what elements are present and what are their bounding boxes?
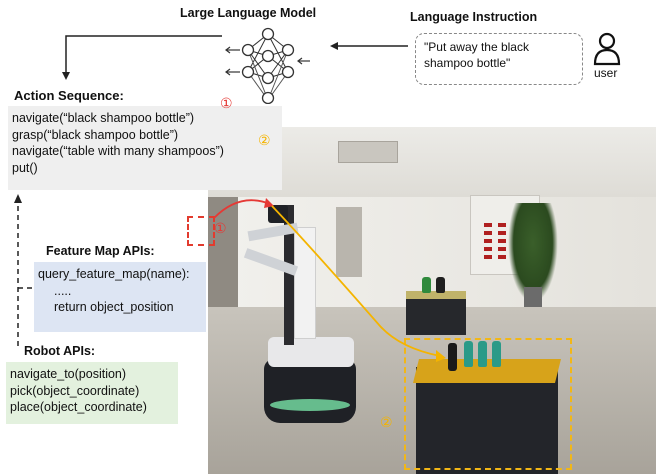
robot-line-2: pick(object_coordinate)	[10, 383, 140, 398]
feature-line-1: query_feature_map(name):	[38, 267, 190, 281]
action-sequence-title: Action Sequence:	[14, 88, 124, 103]
feature-line-3: return object_position	[54, 300, 174, 314]
robot-apis-block	[6, 362, 178, 424]
instruction-text-line1: "Put away the black	[424, 40, 529, 54]
feature-map-block	[34, 262, 206, 332]
action-line-4: put()	[12, 160, 38, 175]
robot-line-3: place(object_coordinate)	[10, 400, 147, 414]
user-icon	[593, 32, 621, 66]
action-line-2: grasp(“black shampoo bottle”)	[12, 127, 179, 142]
action-sequence-lines: navigate(“black shampoo bottle”) grasp(“…	[12, 110, 224, 176]
arrow-down-icon	[62, 35, 222, 80]
trajectory-arrows	[213, 198, 446, 362]
robot-scene-photo	[208, 127, 656, 474]
feature-map-title: Feature Map APIs:	[46, 244, 155, 258]
action-marker-1: ①	[220, 95, 233, 111]
llm-title: Large Language Model	[180, 6, 317, 20]
action-line-3: navigate(“table with many shampoos”)	[12, 144, 224, 158]
robot-apis-lines: navigate_to(position) pick(object_coordi…	[10, 366, 147, 416]
photo-marker-1: ①	[214, 220, 227, 236]
instruction-bubble: "Put away the black shampoo bottle"	[415, 33, 583, 85]
user-label: user	[594, 66, 618, 80]
action-sequence-block	[8, 106, 282, 190]
arrow-up-icon	[14, 194, 38, 346]
instruction-text-line2: shampoo bottle"	[424, 56, 511, 70]
robot-apis-title: Robot APIs:	[24, 344, 96, 358]
action-line-1: navigate(“black shampoo bottle”)	[12, 111, 195, 125]
robot-line-1: navigate_to(position)	[10, 367, 127, 381]
instruction-title: Language Instruction	[410, 10, 538, 24]
feature-map-lines: query_feature_map(name): ..... return ob…	[38, 266, 189, 316]
arrow-left-icon	[330, 42, 408, 50]
target-object-box	[187, 216, 215, 246]
feature-line-2: .....	[54, 283, 72, 298]
photo-marker-2: ②	[380, 414, 393, 430]
action-marker-2: ②	[258, 132, 271, 148]
neural-network-icon	[225, 27, 310, 104]
target-table-box	[404, 338, 572, 470]
